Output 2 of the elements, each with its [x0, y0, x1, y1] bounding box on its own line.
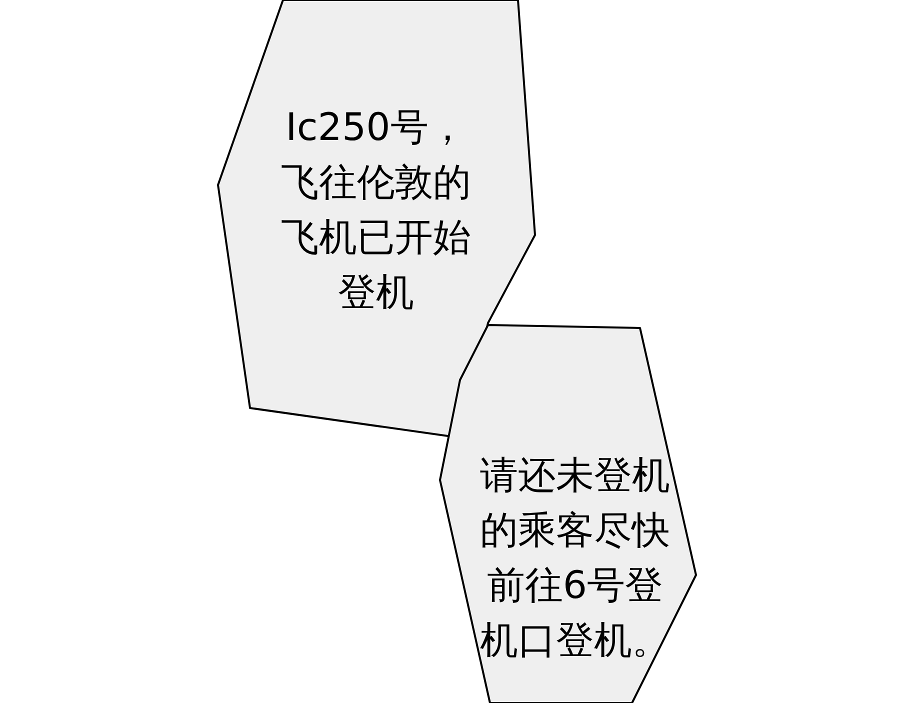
bubble-text: Ic250号，飞往伦敦的飞机已开始登机 — [280, 104, 472, 316]
bubble-text: 请还未登机的乘客尽快前往6号登机口登机。 — [479, 452, 671, 664]
